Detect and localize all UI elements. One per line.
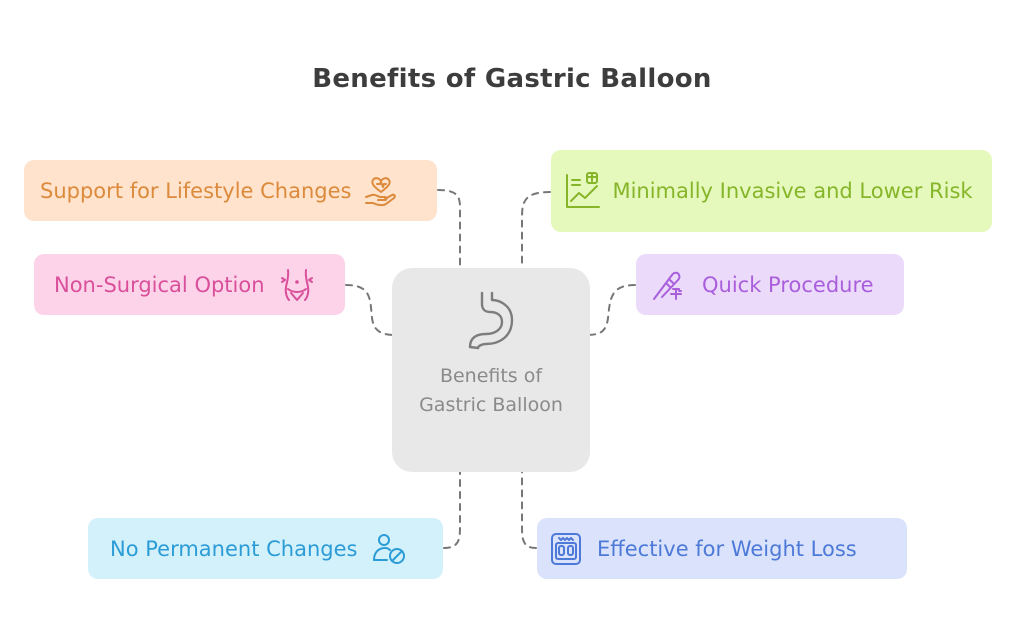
stomach-icon (460, 290, 522, 354)
connector-quick (583, 284, 636, 336)
node-support-lifestyle: Support for Lifestyle Changes (24, 160, 437, 221)
connector-nopermanent (443, 471, 461, 549)
waist-icon (279, 267, 315, 303)
thermometer-plus-icon (650, 267, 688, 303)
heart-in-hand-icon (363, 175, 399, 207)
node-minimally-invasive: Minimally Invasive and Lower Risk (551, 150, 992, 232)
node-effective-weight-loss: Effective for Weight Loss (537, 518, 907, 579)
node-label: Quick Procedure (702, 272, 874, 297)
node-label: Effective for Weight Loss (597, 536, 857, 561)
diagram-title: Benefits of Gastric Balloon (312, 64, 712, 94)
node-label: Minimally Invasive and Lower Risk (612, 179, 973, 203)
connector-nonsurgical (345, 284, 399, 336)
connector-support (437, 189, 462, 269)
center-label: Benefits of Gastric Balloon (419, 365, 563, 416)
user-blocked-icon (371, 532, 407, 566)
node-label: Support for Lifestyle Changes (40, 178, 352, 203)
center-node: Benefits of Gastric Balloon (392, 268, 590, 472)
node-non-surgical: Non-Surgical Option (34, 254, 345, 315)
health-chart-icon (563, 171, 603, 211)
connector-effective (521, 471, 537, 549)
node-no-permanent-changes: No Permanent Changes (88, 518, 443, 579)
scale-icon (549, 531, 583, 567)
node-label: Non-Surgical Option (54, 272, 265, 297)
node-quick-procedure: Quick Procedure (636, 254, 904, 315)
connector-minimally (521, 191, 551, 269)
node-label: No Permanent Changes (110, 536, 358, 561)
